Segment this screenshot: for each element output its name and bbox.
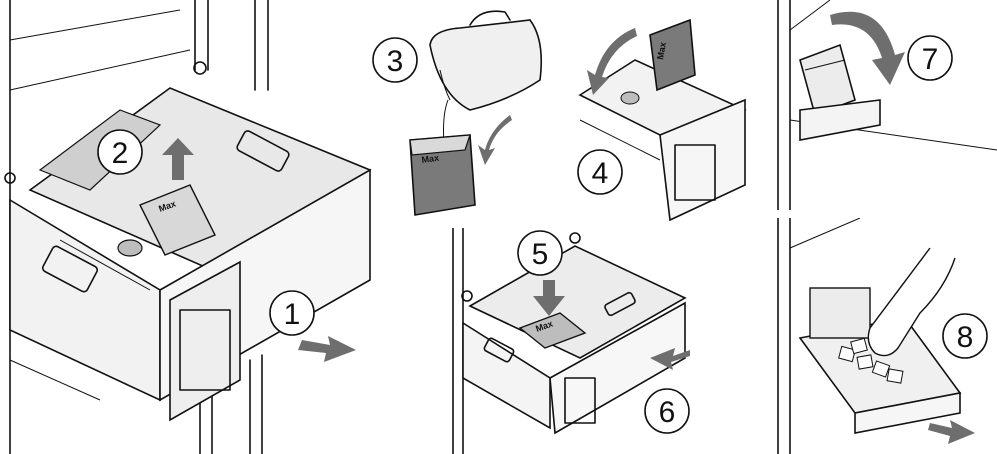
rotate-arrow [830,11,905,86]
svg-text:3: 3 [387,45,404,78]
up-arrow [162,138,194,180]
panel-close-drawer: Max 5 6 [445,228,695,454]
insert-arrow [587,28,637,95]
panel-tip-tray: 7 [770,0,997,210]
max-mark-3: Max [421,153,440,165]
pour-arrow [478,115,512,165]
step-badge-4: 4 [577,149,623,195]
ice-tray-inserting: Max [649,18,696,92]
step-badge-1: 1 [269,290,315,336]
ice-tray-lifted: Max [117,184,216,257]
step-badge-3: 3 [372,37,418,83]
step-badge-2: 2 [97,129,143,175]
panel-drawer-open: Max 2 1 [0,0,380,454]
pull-out-arrow [928,420,975,444]
step-badge-6: 6 [644,388,690,434]
push-arrow [650,348,690,370]
water-jug [429,10,543,111]
panel-insert-tray: Max 4 [575,0,750,225]
step-badge-7: 7 [907,35,953,81]
pull-arrow [298,336,356,362]
svg-text:6: 6 [659,396,676,429]
drawer-edge [578,59,747,222]
svg-text:4: 4 [592,157,609,190]
drawer-body [9,87,372,422]
ice-tray-seated: Max [518,312,587,349]
panel-remove-ice: 8 [770,218,997,454]
hand-icon [867,247,956,357]
svg-text:1: 1 [284,298,301,331]
ice-bin-drawer [798,287,962,434]
step-badge-8: 8 [942,313,988,359]
panel-fill-water: Max 3 [360,0,560,225]
ice-maker-tilted [799,43,881,141]
ice-tray-filling: Max [409,134,476,216]
ice-cubes [838,337,904,384]
svg-text:7: 7 [922,43,939,76]
svg-text:2: 2 [112,137,129,170]
svg-text:8: 8 [957,321,974,354]
down-arrow [533,280,565,316]
svg-text:5: 5 [532,238,549,271]
step-badge-5: 5 [517,230,563,276]
max-mark-4: Max [655,41,668,60]
